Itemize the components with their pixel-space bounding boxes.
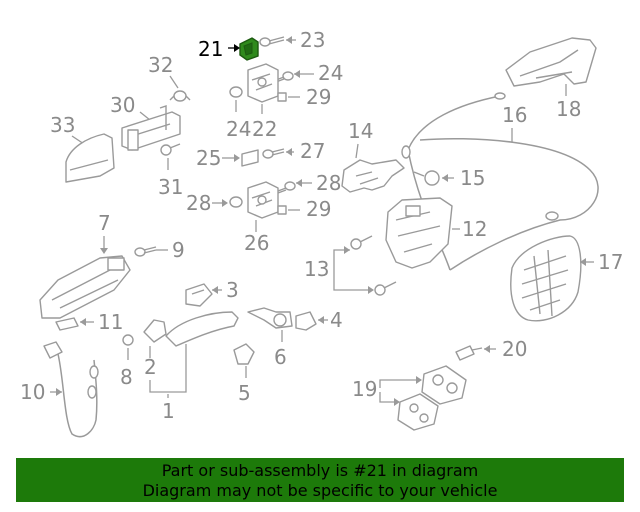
part-24-nut-left [229, 86, 243, 98]
callout-17: 17 [598, 250, 623, 274]
callout-29-upper: 29 [306, 85, 331, 109]
callout-13: 13 [304, 257, 329, 281]
callout-4: 4 [330, 308, 343, 332]
part-29-washer-lower [277, 205, 287, 215]
part-11-clip [55, 317, 79, 331]
callout-28-left: 28 [186, 191, 211, 215]
info-banner: Part or sub-assembly is #21 in diagram D… [16, 458, 624, 502]
callout-7: 7 [98, 211, 111, 235]
part-24-bolt-upper [275, 71, 294, 83]
parts-diagram: 21 23 24 24 22 29 32 30 [20, 28, 623, 438]
part-8-bolt [122, 334, 134, 346]
callout-3: 3 [226, 278, 239, 302]
callout-9: 9 [172, 238, 185, 262]
part-9-bolt [134, 246, 157, 257]
part-15-bolt [413, 170, 440, 186]
part-28-bolt-right [277, 181, 296, 194]
banner-line-1: Part or sub-assembly is #21 in diagram [161, 461, 479, 480]
callout-5: 5 [238, 381, 251, 405]
callout-21: 21 [198, 37, 223, 61]
part-18-outer-handle [505, 37, 597, 87]
callout-20: 20 [502, 337, 527, 361]
callout-24-upper: 24 [318, 61, 343, 85]
part-16-cable [401, 92, 599, 271]
part-19-striker [421, 365, 467, 405]
part-19-plate [397, 393, 439, 431]
part-17-cover [510, 235, 582, 322]
callout-18: 18 [556, 97, 581, 121]
part-28-nut-left [229, 196, 243, 208]
hinge-lower [247, 181, 279, 219]
part-33-handle-cap [65, 133, 115, 183]
callout-8: 8 [120, 365, 133, 389]
callout-27: 27 [300, 139, 325, 163]
callout-28-right: 28 [316, 171, 341, 195]
callout-25: 25 [196, 146, 221, 170]
part-31-bolt [160, 143, 181, 156]
part-27-bolt [262, 148, 285, 159]
callout-2: 2 [144, 355, 157, 379]
callout-32: 32 [148, 53, 173, 77]
callout-23: 23 [300, 28, 325, 52]
callout-30: 30 [110, 93, 135, 117]
callout-31: 31 [158, 175, 183, 199]
part-3-trim [185, 283, 213, 307]
callout-11: 11 [98, 310, 123, 334]
hinge-upper [247, 63, 279, 103]
part-25-plate [241, 149, 259, 167]
part-30-bracket [121, 105, 181, 151]
callout-29-lower: 29 [306, 197, 331, 221]
callout-26: 26 [244, 231, 269, 255]
part-10-cable [43, 341, 99, 438]
part-21-highlighted[interactable] [239, 37, 259, 61]
part-2-cap [143, 319, 167, 343]
part-29-washer-upper [277, 92, 287, 102]
callout-14: 14 [348, 119, 373, 143]
part-23-bolt [259, 36, 285, 47]
part-4-bracket [295, 311, 317, 331]
callout-15: 15 [460, 166, 485, 190]
banner-line-2: Diagram may not be specific to your vehi… [142, 481, 498, 500]
callout-22: 22 [252, 117, 277, 141]
callout-6: 6 [274, 345, 287, 369]
callout-1: 1 [162, 399, 175, 423]
callout-10: 10 [20, 380, 45, 404]
part-32-bolt [169, 90, 191, 102]
callout-33: 33 [50, 113, 75, 137]
callout-12: 12 [462, 217, 487, 241]
part-12-door-latch [385, 197, 453, 269]
part-7-handle-carrier [39, 255, 131, 319]
callout-16: 16 [502, 103, 527, 127]
callout-19: 19 [352, 377, 377, 401]
part-6-lock-cylinder [247, 307, 293, 329]
part-1-outer-handle [165, 311, 239, 347]
part-20-bolt [455, 345, 483, 361]
callout-24-lower: 24 [226, 117, 251, 141]
part-5-cover [233, 343, 255, 365]
part-14-bracket [341, 159, 405, 193]
part-13-bolt-upper [350, 235, 373, 250]
part-13-bolt-lower [374, 281, 397, 296]
